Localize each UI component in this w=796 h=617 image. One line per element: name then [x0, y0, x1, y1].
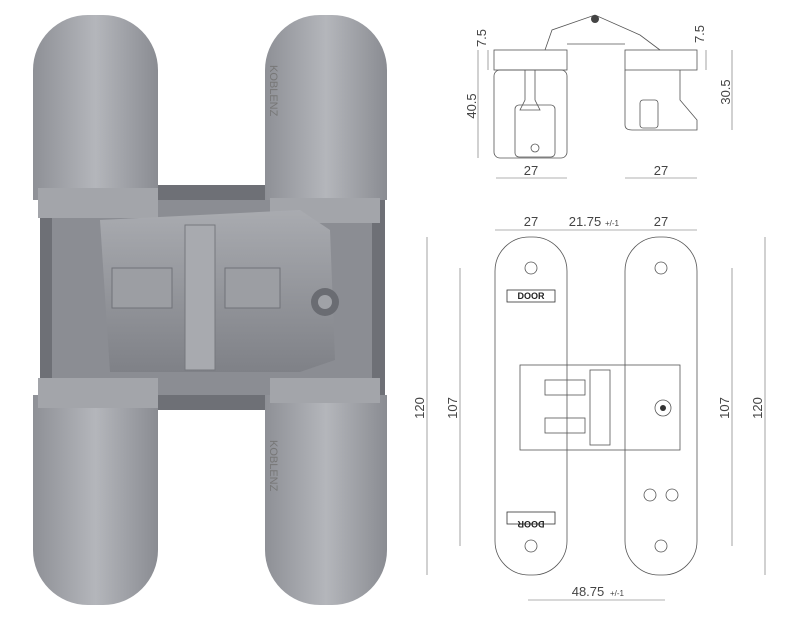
dim-height-right: 30.5 — [718, 79, 733, 104]
dim-bottom-tolerance: +/-1 — [610, 589, 625, 598]
mechanism-outline — [519, 364, 681, 451]
door-label-top: DOOR — [518, 291, 546, 301]
dim-inner-left: 107 — [445, 397, 460, 419]
dim-bottom-span: 48.75 — [572, 584, 605, 599]
dim-top-right: 7.5 — [692, 25, 707, 43]
dim-outer-left: 120 — [412, 397, 427, 419]
dim-height-left: 40.5 — [464, 93, 479, 118]
dim-width-right: 27 — [654, 163, 668, 178]
side-view-drawing: 7.5 40.5 27 27 7.5 30.5 — [464, 14, 733, 179]
dim-gap: 21.75 — [569, 214, 602, 229]
brand-mark-top: KOBLENZ — [267, 65, 279, 117]
dim-front-width-left: 27 — [524, 214, 538, 229]
dim-gap-tolerance: +/-1 — [605, 219, 620, 228]
left-leaf-outline — [494, 236, 568, 576]
front-view-drawing: DOOR DOOR 27 21.75 +/-1 27 120 107 107 1… — [412, 214, 766, 601]
dim-front-width-right: 27 — [654, 214, 668, 229]
right-leaf-outline — [624, 236, 698, 576]
dim-width-left: 27 — [524, 163, 538, 178]
dim-top-left: 7.5 — [474, 29, 489, 47]
door-label-bottom: DOOR — [517, 519, 545, 529]
brand-mark-bottom: KOBLENZ — [267, 440, 279, 492]
hinge-photo: KOBLENZ KOBLENZ — [33, 15, 387, 605]
dim-inner-right: 107 — [717, 397, 732, 419]
dim-outer-right: 120 — [750, 397, 765, 419]
hinge-knuckle — [100, 210, 335, 372]
